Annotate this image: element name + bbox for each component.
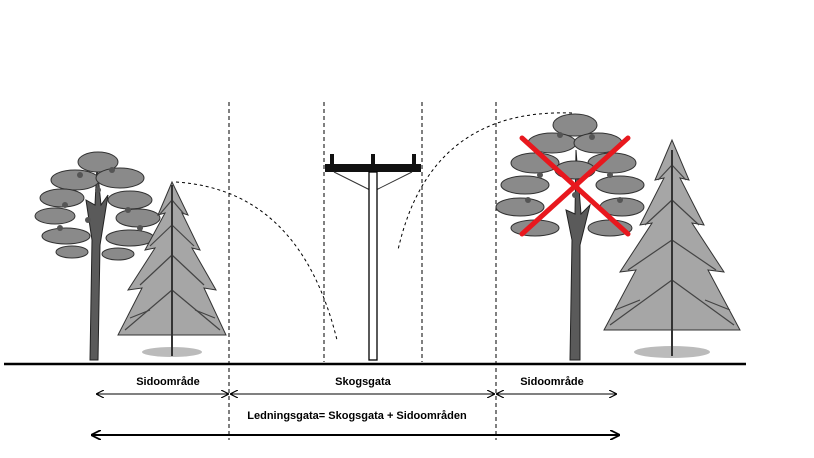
conifer-tree-icon-right <box>603 138 741 358</box>
boundary-lines <box>228 102 497 440</box>
deciduous-tree-icon-left <box>34 151 161 361</box>
fall-arc-left <box>175 181 338 341</box>
fall-arc-right <box>397 112 573 251</box>
power-pole-icon <box>325 154 421 361</box>
label-total: Ledningsgata= Skogsgata + Sidoområden <box>247 410 467 422</box>
red-x-icon <box>519 135 631 237</box>
label-center: Skogsgata <box>335 376 392 388</box>
label-side-left: Sidoområde <box>136 376 200 388</box>
conifer-tree-icon-left <box>117 180 227 357</box>
deciduous-tree-icon-right <box>495 113 645 361</box>
label-side-right: Sidoområde <box>520 376 584 388</box>
